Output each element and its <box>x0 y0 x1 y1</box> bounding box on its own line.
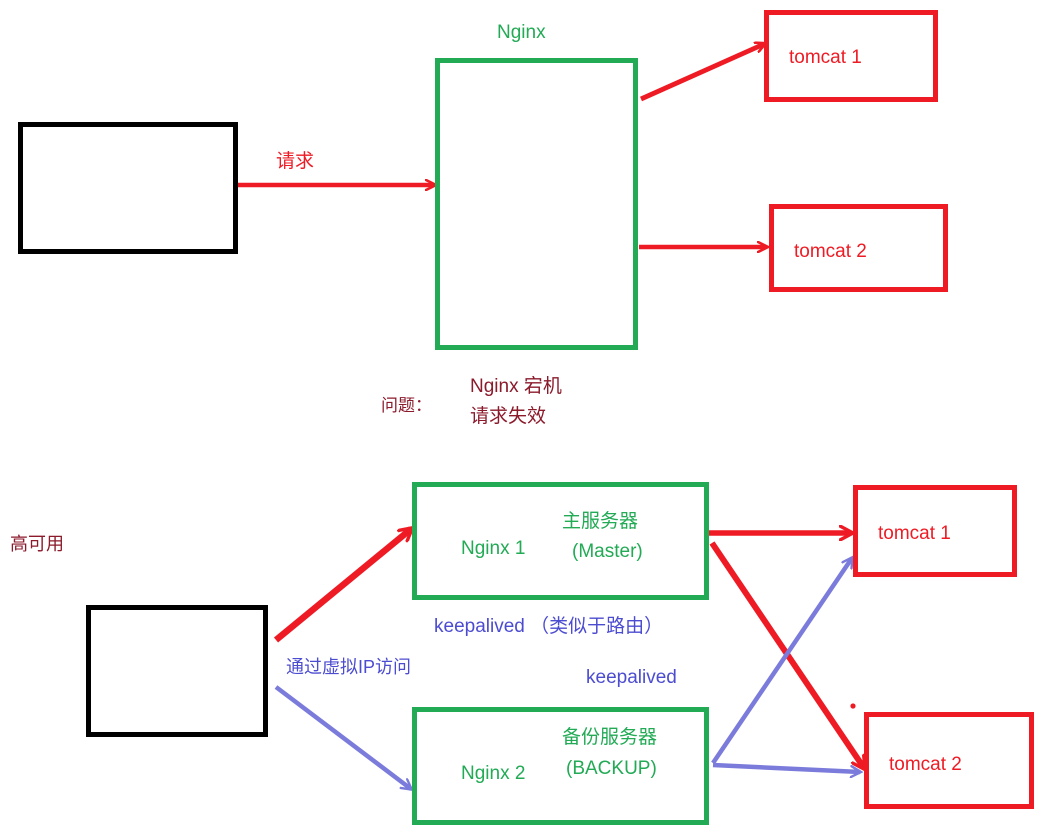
nginx1-name-label: Nginx 1 <box>461 538 526 559</box>
nginx1-role-cn-label: 主服务器 <box>562 511 639 532</box>
arrow-client-to-nginx1 <box>273 529 411 643</box>
client-box-bottom <box>86 605 268 737</box>
tomcat2-box-top <box>769 204 948 292</box>
problem-line-2: 请求失效 <box>470 406 547 427</box>
tomcat1-label-bottom: tomcat 1 <box>878 523 951 544</box>
client-box-top <box>18 122 238 254</box>
arrow-nginx2-to-tomcat2 <box>712 762 860 772</box>
tomcat1-label-top: tomcat 1 <box>789 47 862 68</box>
tomcat1-box-top <box>764 10 938 102</box>
problem-line-1: Nginx 宕机 <box>470 376 562 397</box>
nginx2-role-en-label: (BACKUP) <box>566 758 657 779</box>
keepalived-label: keepalived <box>586 667 677 688</box>
high-availability-label: 高可用 <box>10 534 64 554</box>
nginx1-role-en-label: (Master) <box>572 541 643 562</box>
tomcat2-label-top: tomcat 2 <box>794 241 867 262</box>
arrow-nginx-to-tomcat1 <box>640 44 764 102</box>
tomcat1-box-bottom <box>853 485 1017 577</box>
nginx2-name-label: Nginx 2 <box>461 763 526 784</box>
tomcat2-label-bottom: tomcat 2 <box>889 754 962 775</box>
ink-dot <box>850 703 856 709</box>
nginx2-box <box>412 707 709 825</box>
virtual-ip-access-label: 通过虚拟IP访问 <box>286 657 412 677</box>
arrow-nginx1-to-tomcat2 <box>709 541 864 768</box>
keepalived-note-label: keepalived （类似于路由） <box>434 616 664 637</box>
nginx1-box <box>412 482 709 600</box>
arrow-client-to-nginx2 <box>274 685 411 789</box>
problem-label: 问题： <box>381 396 432 415</box>
request-arrow-label: 请求 <box>276 151 315 172</box>
arrow-nginx2-to-tomcat1 <box>711 558 852 765</box>
nginx2-role-cn-label: 备份服务器 <box>562 727 658 748</box>
nginx-title-label: Nginx <box>497 22 546 43</box>
nginx-box-top <box>435 58 638 350</box>
tomcat2-box-bottom <box>864 712 1034 809</box>
